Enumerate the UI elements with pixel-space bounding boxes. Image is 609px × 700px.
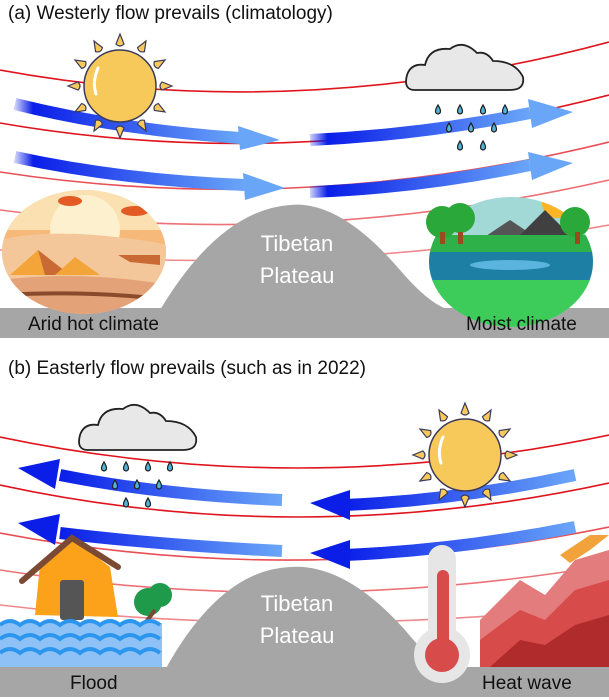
right-region-label: Heat wave [482,673,572,694]
plateau-label: Tibetan Plateau [259,231,335,288]
rain-cloud-icon [405,43,525,151]
thermometer-heat-icon [414,535,609,683]
ground-bar [0,667,609,697]
panel-a-diagram [0,32,609,338]
flooded-house-icon [0,534,172,667]
easterly-arrows [18,459,577,569]
rain-cloud-icon [78,403,198,508]
panel-a-title: (a) Westerly flow prevails (climatology) [8,3,333,24]
right-region-label: Moist climate [466,314,577,335]
westerly-arrows [13,98,573,200]
panel-b-diagram [0,401,609,697]
sun-icon [67,32,173,139]
tibetan-plateau [160,204,450,310]
tibetan-plateau [165,566,450,670]
left-region-label: Arid hot climate [28,314,159,335]
panel-b-easterly: (b) Easterly flow prevails (such as in 2… [0,355,609,700]
plateau-label: Tibetan Plateau [259,591,335,648]
desert-scene-icon [2,190,166,314]
panel-a-westerly: (a) Westerly flow prevails (climatology)… [0,3,609,338]
left-region-label: Flood [70,673,118,694]
panel-b-title: (b) Easterly flow prevails (such as in 2… [8,358,366,379]
sun-icon [412,401,518,508]
